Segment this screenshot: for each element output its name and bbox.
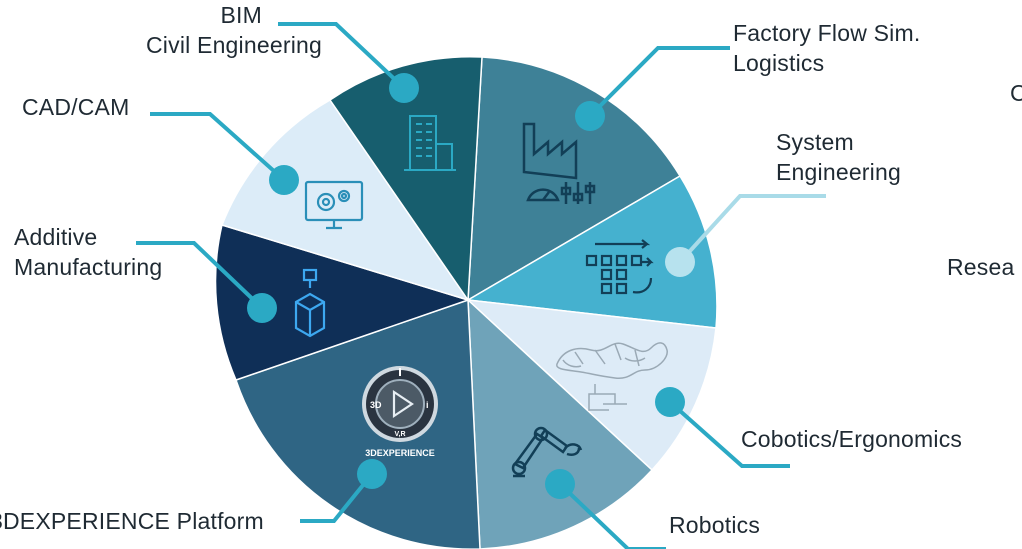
dot-bim (389, 73, 419, 103)
svg-text:3D: 3D (370, 400, 382, 410)
connector-cobotics (668, 400, 790, 468)
label-cut-off-top: C (1010, 80, 1022, 106)
dot-3dexperience (357, 459, 387, 489)
3dexperience-compass-icon: 3D i V,R 3DEXPERIENCE (362, 366, 438, 458)
label-additive-manufacturing: Additive Manufacturing (14, 224, 163, 280)
label-system-engineering: System Engineering (776, 129, 901, 185)
label-cobotics-ergonomics: Cobotics/Ergonomics (741, 426, 963, 452)
dot-cad-cam (269, 165, 299, 195)
robot-arm-icon (511, 426, 583, 478)
dot-cobotics (655, 387, 685, 417)
connector-additive (136, 241, 264, 310)
wheel-segments (214, 55, 718, 549)
connector-system-engineering (678, 194, 826, 264)
segment-robotics (467, 298, 654, 549)
connector-factory (588, 46, 730, 118)
svg-text:i: i (426, 400, 429, 410)
label-cut-off-research: Resea (947, 254, 1015, 280)
cobot-icon (556, 342, 668, 411)
factory-icon (522, 122, 596, 204)
connector-cad-cam (150, 112, 286, 182)
svg-text:3DEXPERIENCE: 3DEXPERIENCE (365, 448, 435, 458)
label-cad-cam: CAD/CAM (22, 94, 130, 120)
segment-cobotics (465, 298, 717, 472)
segment-system-engineering (465, 174, 718, 329)
building-icon (404, 115, 456, 171)
dot-system-engineering (665, 247, 695, 277)
connector-bim (278, 22, 406, 90)
cad-monitor-icon (304, 180, 364, 230)
connector-dots (247, 73, 695, 499)
3d-printer-icon (294, 268, 326, 338)
svg-text:V,R: V,R (394, 431, 405, 438)
dot-additive (247, 293, 277, 323)
dot-factory (575, 101, 605, 131)
connector-3dexperience (300, 472, 374, 523)
connectors (136, 22, 826, 549)
segment-additive (214, 224, 471, 381)
label-3dexperience-platform: 3DEXPERIENCE Platform (0, 508, 264, 534)
label-factory-flow-sim-logistics: Factory Flow Sim. Logistics (733, 20, 921, 76)
dot-robotics (545, 469, 575, 499)
connector-robotics (558, 482, 666, 549)
segment-3dexperience (235, 298, 481, 549)
segment-bim (328, 55, 483, 303)
workflow-icon (585, 239, 654, 295)
label-bim-civil-engineering: BIM Civil Engineering (146, 2, 322, 58)
label-robotics: Robotics (669, 512, 761, 538)
